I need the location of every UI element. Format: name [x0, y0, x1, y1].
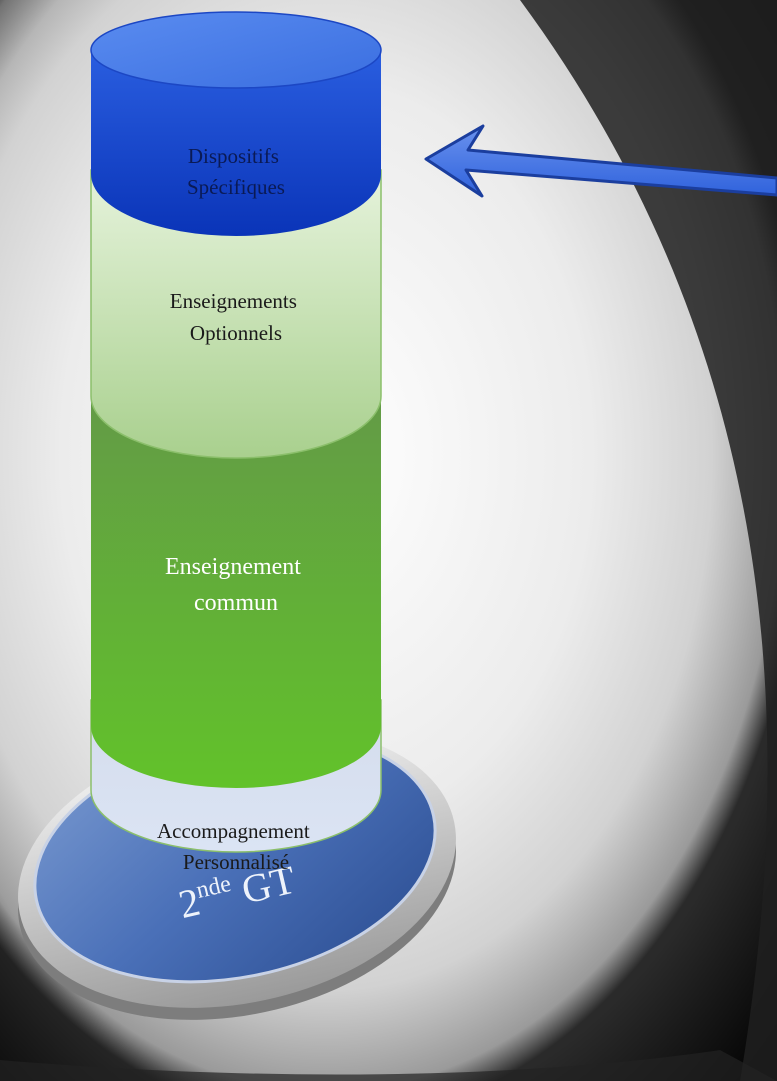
layer-enseignement-commun: Enseignement commun	[91, 390, 381, 788]
svg-text:Accompagnement Personnal: Accompagnement Personnalisé	[157, 819, 315, 874]
layer-dispositifs-line-1: Dispositifs	[188, 144, 279, 168]
layer-commun-line-2: commun	[194, 590, 278, 616]
layer-dispositifs-specifiques: Dispositifs Spécifiques	[90, 11, 382, 236]
svg-text:Enseignement commun: Enseignement commun	[165, 554, 307, 616]
layer-accompagnement-line-1: Accompagnement	[157, 819, 310, 843]
base-label: 2nde GT	[174, 857, 299, 927]
svg-text:Dispositifs Spécifiques: Dispositifs Spécifiques	[187, 144, 285, 199]
layer-optionnels-line-2: Optionnels	[190, 321, 282, 345]
layer-accompagnement-line-2: Personnalisé	[183, 850, 289, 874]
layer-enseignements-optionnels: Enseignements Optionnels	[90, 169, 382, 459]
layer-optionnels-line-1: Enseignements	[170, 289, 297, 313]
background-dark-bottom	[0, 1050, 777, 1081]
background-dark-corner	[520, 0, 777, 1081]
arrow-pointer	[424, 124, 777, 198]
layer-dispositifs-line-2: Spécifiques	[187, 175, 285, 199]
svg-text:Enseignements Optionnels: Enseignements Optionnels	[170, 289, 302, 345]
layer-commun-line-1: Enseignement	[165, 554, 301, 580]
